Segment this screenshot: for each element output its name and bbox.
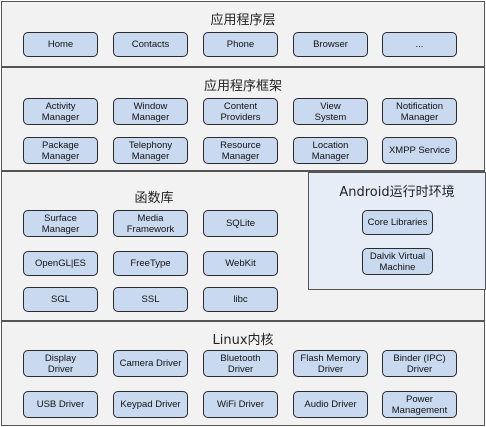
webkit-box: WebKit: [203, 251, 278, 276]
usb-driver-box: USB Driver: [23, 391, 98, 418]
location-manager-box: Location Manager: [293, 137, 368, 164]
keypad-driver-box: Keypad Driver: [113, 391, 188, 418]
libraries-layer: 函数库 Surface Manager Media Framework SQLi…: [1, 171, 486, 321]
notification-manager-box: Notification Manager: [382, 98, 457, 125]
sqlite-box: SQLite: [203, 210, 278, 237]
binder-ipc-driver-box: Binder (IPC) Driver: [382, 350, 457, 377]
content-providers-box: Content Providers: [203, 98, 278, 125]
libc-box: libc: [203, 287, 278, 312]
telephony-manager-box: Telephony Manager: [113, 137, 188, 164]
flash-memory-driver-box: Flash Memory Driver: [293, 350, 368, 377]
resource-manager-box: Resource Manager: [203, 137, 278, 164]
framework-layer-title: 应用程序框架: [203, 79, 282, 94]
activity-manager-box: Activity Manager: [23, 98, 98, 125]
android-runtime-title: Android运行时环境: [339, 185, 455, 200]
sgl-box: SGL: [23, 287, 98, 312]
xmpp-service-box: XMPP Service: [382, 137, 457, 164]
view-system-box: View System: [293, 98, 368, 125]
applications-layer: 应用程序层 Home Contacts Phone Browser ...: [1, 1, 485, 67]
audio-driver-box: Audio Driver: [293, 391, 368, 418]
libraries-layer-title: 函数库: [134, 191, 174, 206]
opengl-es-box: OpenGL|ES: [23, 251, 98, 276]
applications-layer-title: 应用程序层: [210, 13, 276, 28]
kernel-layer: Linux内核 Display Driver Camera Driver Blu…: [1, 321, 485, 426]
ssl-box: SSL: [113, 287, 188, 312]
display-driver-box: Display Driver: [23, 350, 98, 377]
media-framework-box: Media Framework: [113, 210, 188, 237]
framework-layer: 应用程序框架 Activity Manager Window Manager C…: [1, 67, 485, 171]
android-runtime-panel: Android运行时环境 Core Libraries Dalvik Virtu…: [308, 172, 486, 290]
dalvik-vm-box: Dalvik Virtual Machine: [362, 248, 433, 275]
core-libraries-box: Core Libraries: [362, 210, 433, 235]
app-contacts-box: Contacts: [113, 32, 188, 57]
power-management-box: Power Management: [382, 391, 457, 418]
freetype-box: FreeType: [113, 251, 188, 276]
kernel-layer-title: Linux内核: [212, 333, 274, 348]
app-home-box: Home: [23, 32, 98, 57]
app-browser-box: Browser: [293, 32, 368, 57]
app-more-box: ...: [382, 32, 457, 57]
surface-manager-box: Surface Manager: [23, 210, 98, 237]
window-manager-box: Window Manager: [113, 98, 188, 125]
app-phone-box: Phone: [203, 32, 278, 57]
camera-driver-box: Camera Driver: [113, 350, 188, 377]
package-manager-box: Package Manager: [23, 137, 98, 164]
wifi-driver-box: WiFi Driver: [203, 391, 278, 418]
bluetooth-driver-box: Bluetooth Driver: [203, 350, 278, 377]
